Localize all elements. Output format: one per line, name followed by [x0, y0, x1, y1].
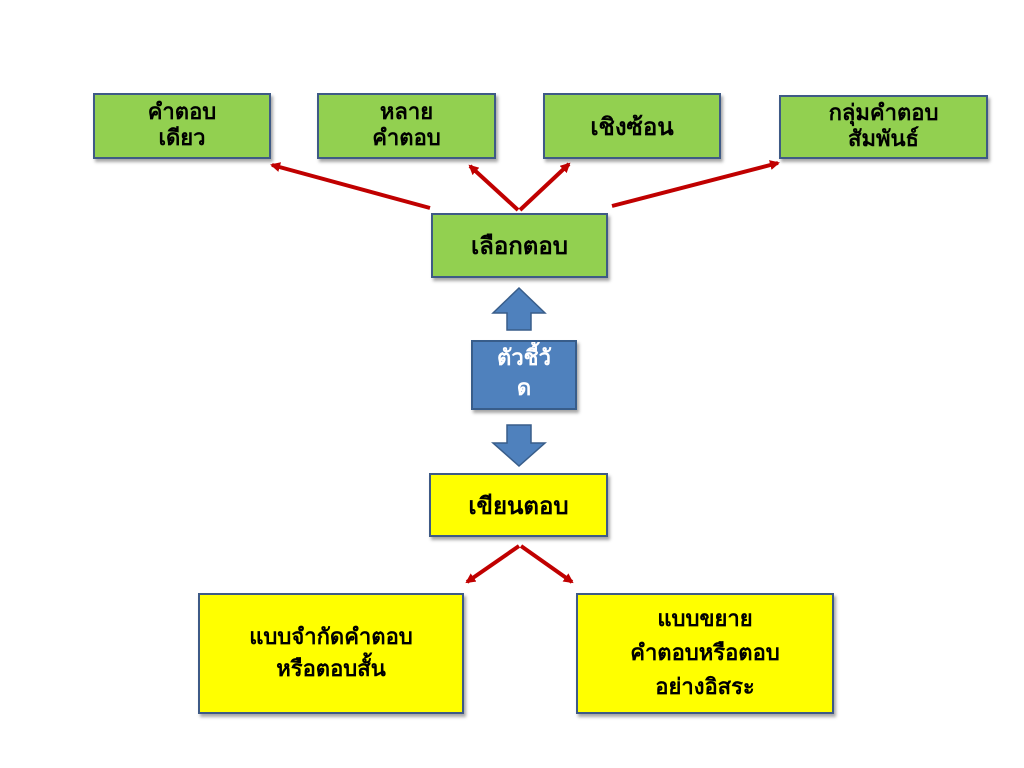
block-arrow-down — [491, 424, 547, 468]
node-indicator: ตัวชี้วั ด — [471, 340, 577, 410]
node-choose-answer: เลือกตอบ — [431, 213, 608, 278]
node-extended: แบบขยาย คำตอบหรือตอบ อย่างอิสระ — [576, 593, 834, 714]
node-write-answer-label: เขียนตอบ — [468, 491, 569, 520]
node-single-answer-label: คำตอบ เดียว — [147, 100, 217, 151]
arrow-to-related-group — [611, 160, 780, 208]
node-restricted: แบบจำกัดคำตอบ หรือตอบสั้น — [198, 593, 464, 714]
node-multiple-answer: หลาย คำตอบ — [317, 93, 496, 159]
node-restricted-label: แบบจำกัดคำตอบ หรือตอบสั้น — [249, 624, 413, 682]
arrow-to-extended — [519, 544, 574, 584]
node-indicator-label: ตัวชี้วั ด — [497, 346, 551, 401]
arrow-to-single-answer — [270, 162, 431, 210]
arrow-to-restricted — [465, 544, 521, 584]
node-related-group: กลุ่มคำตอบ สัมพันธ์ — [779, 95, 988, 159]
arrow-to-multiple-answer — [468, 164, 520, 212]
node-write-answer: เขียนตอบ — [429, 473, 608, 537]
node-complex: เชิงซ้อน — [543, 93, 721, 159]
node-single-answer: คำตอบ เดียว — [93, 93, 271, 159]
arrow-to-complex — [518, 162, 571, 212]
block-arrow-up — [491, 286, 547, 331]
node-complex-label: เชิงซ้อน — [590, 112, 674, 141]
node-multiple-answer-label: หลาย คำตอบ — [372, 100, 441, 151]
node-extended-label: แบบขยาย คำตอบหรือตอบ อย่างอิสระ — [630, 606, 780, 700]
node-related-group-label: กลุ่มคำตอบ สัมพันธ์ — [828, 101, 939, 152]
node-choose-answer-label: เลือกตอบ — [470, 232, 569, 260]
